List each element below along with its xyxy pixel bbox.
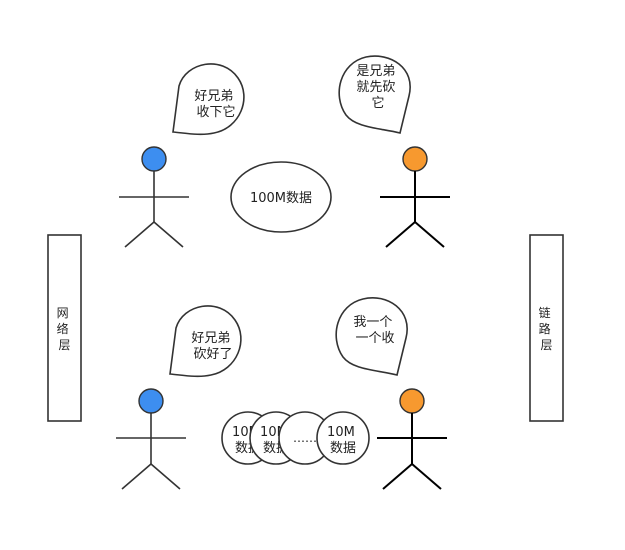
packet-last-line-1: 10M [327,425,355,440]
bottom-packets-group: 10M 数据 10M 数据 …… 10M 数据 [221,411,370,465]
bottom-right-speech-bubble: 我一个 一个收 [335,297,408,376]
top-left-speech-bubble: 好兄弟 收下它 [172,63,245,136]
network-layer-char-2: 络 [57,321,69,336]
top-left-bubble-line-1: 好兄弟 [194,89,233,104]
bottom-sender-figure [377,388,447,490]
top-right-bubble-line-1: 是兄弟 [356,64,395,79]
link-layer-label: 链 路 层 [539,305,555,352]
top-right-speech-bubble: 是兄弟 就先砍 它 [338,55,411,134]
packet-10m-last: 10M 数据 [316,411,370,465]
svg-text:我一个 一个收: 我一个 一个收 [353,315,396,346]
top-packet-100m: 100M数据 [230,161,332,233]
bottom-receiver-figure [116,388,186,490]
packet-ellipsis: …… [278,411,332,465]
packet-last-line-2: 数据 [330,441,356,456]
link-layer-char-1: 链 [539,305,551,320]
packet-ellipsis-label: …… [293,431,317,445]
svg-text:好兄弟 收下它: 好兄弟 收下它 [194,89,237,120]
link-layer-char-2: 路 [539,321,551,336]
sender-head [402,146,428,172]
svg-text:好兄弟 砍好了: 好兄弟 砍好了 [191,331,234,362]
receiver-head [141,146,167,172]
top-sender-figure [380,146,450,248]
svg-text:10M 数据: 10M 数据 [327,425,359,456]
bottom-left-speech-bubble: 好兄弟 砍好了 [169,305,242,378]
network-layer-char-1: 网 [57,306,69,320]
top-right-bubble-line-2: 就先砍 [356,80,395,95]
svg-text:是兄弟 就先砍 它: 是兄弟 就先砍 它 [356,64,399,111]
bottom-left-bubble-line-1: 好兄弟 [191,331,230,346]
bottom-left-bubble-line-2: 砍好了 [193,347,232,362]
link-layer-char-3: 层 [540,338,552,352]
top-right-bubble-line-3: 它 [371,95,384,111]
network-layer-label: 网 络 层 [57,306,73,352]
network-layer-box: 网 络 层 [47,234,82,422]
top-left-bubble-line-2: 收下它 [196,104,235,120]
top-receiver-figure [119,146,189,248]
receiver-head [138,388,164,414]
bottom-right-bubble-line-1: 我一个 [353,315,392,330]
link-layer-box: 链 路 层 [529,234,564,422]
network-layer-char-3: 层 [58,338,70,352]
bottom-right-bubble-line-2: 一个收 [355,331,394,346]
sender-head [399,388,425,414]
top-packet-label: 100M数据 [250,191,312,206]
